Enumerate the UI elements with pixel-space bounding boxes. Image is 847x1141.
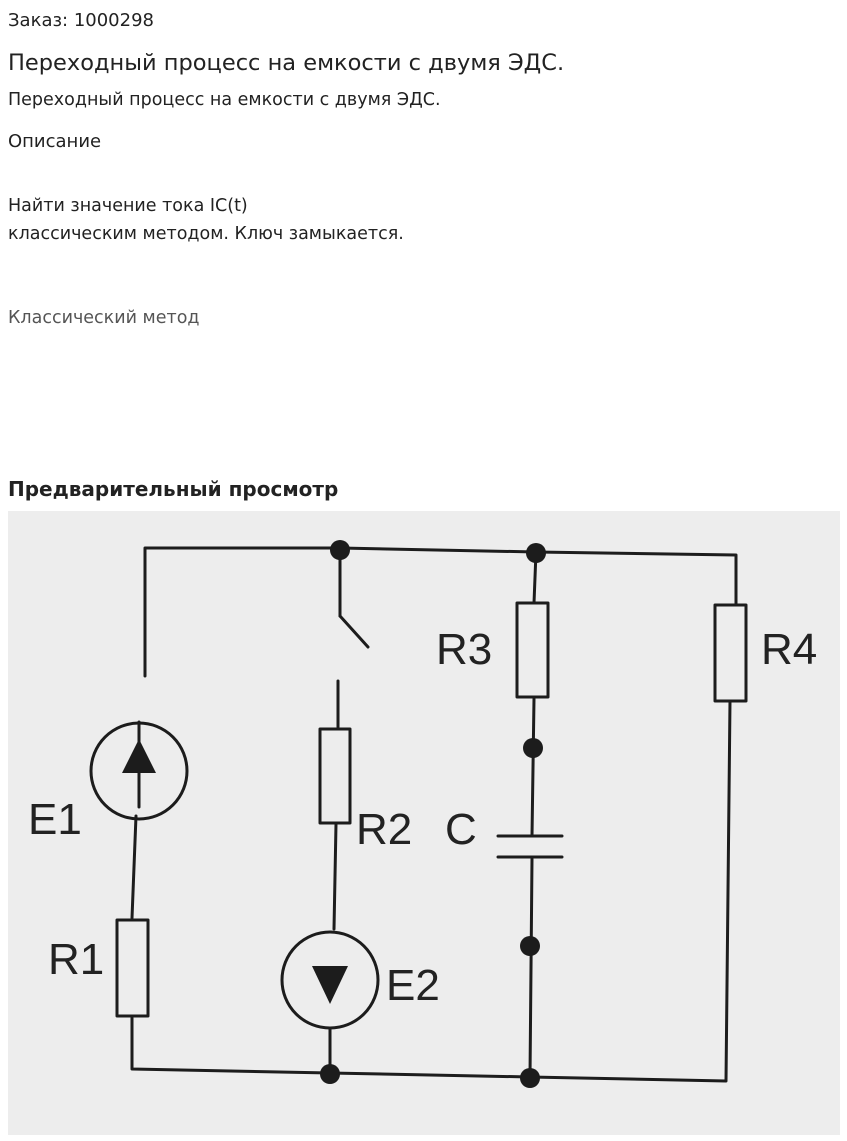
label-r4: R4 bbox=[761, 625, 817, 674]
e2-arrow bbox=[312, 966, 348, 1004]
capacitor-plates bbox=[496, 834, 564, 859]
subtitle: Переходный процесс на емкости с двумя ЭД… bbox=[8, 90, 441, 110]
junction-dot bbox=[526, 543, 546, 563]
c-branch-wire bbox=[528, 550, 538, 1079]
junction-dot bbox=[523, 738, 543, 758]
page-title: Переходный процесс на емкости с двумя ЭД… bbox=[8, 50, 565, 76]
label-c: C bbox=[445, 805, 477, 854]
junction-dot bbox=[330, 540, 350, 560]
order-number: Заказ: 1000298 bbox=[8, 10, 154, 31]
label-e2: E2 bbox=[386, 961, 440, 1010]
r4-resistor bbox=[713, 603, 748, 703]
e1-arrow bbox=[122, 739, 156, 773]
r2-resistor bbox=[318, 727, 352, 825]
switch-blade bbox=[338, 614, 370, 649]
classic-method-link[interactable]: Классический метод bbox=[8, 308, 200, 328]
label-r1: R1 bbox=[48, 935, 104, 984]
top-wire bbox=[143, 546, 738, 678]
circuit-preview-image: E1 R1 R2 E2 R3 C R4 bbox=[8, 511, 840, 1135]
switch-lower-wire bbox=[328, 679, 340, 1073]
circuit-diagram: E1 R1 R2 E2 R3 C R4 bbox=[28, 540, 817, 1088]
junction-dot bbox=[520, 1068, 540, 1088]
preview-heading: Предварительный просмотр bbox=[8, 477, 339, 501]
description-text: Найти значение тока IC(t) классическим м… bbox=[8, 192, 404, 248]
label-e1: E1 bbox=[28, 795, 82, 844]
e1-source bbox=[89, 721, 189, 821]
junction-dot bbox=[520, 936, 540, 956]
junction-dot bbox=[320, 1064, 340, 1084]
description-heading: Описание bbox=[8, 131, 102, 152]
description-line: Найти значение тока IC(t) bbox=[8, 196, 248, 216]
description-line: классическим методом. Ключ замыкается. bbox=[8, 224, 404, 244]
label-r3: R3 bbox=[436, 625, 492, 674]
r3-resistor bbox=[515, 601, 550, 699]
bottom-wire bbox=[130, 699, 732, 1083]
e2-source bbox=[280, 930, 380, 1030]
r1-resistor bbox=[115, 918, 150, 1018]
label-r2: R2 bbox=[356, 805, 412, 854]
